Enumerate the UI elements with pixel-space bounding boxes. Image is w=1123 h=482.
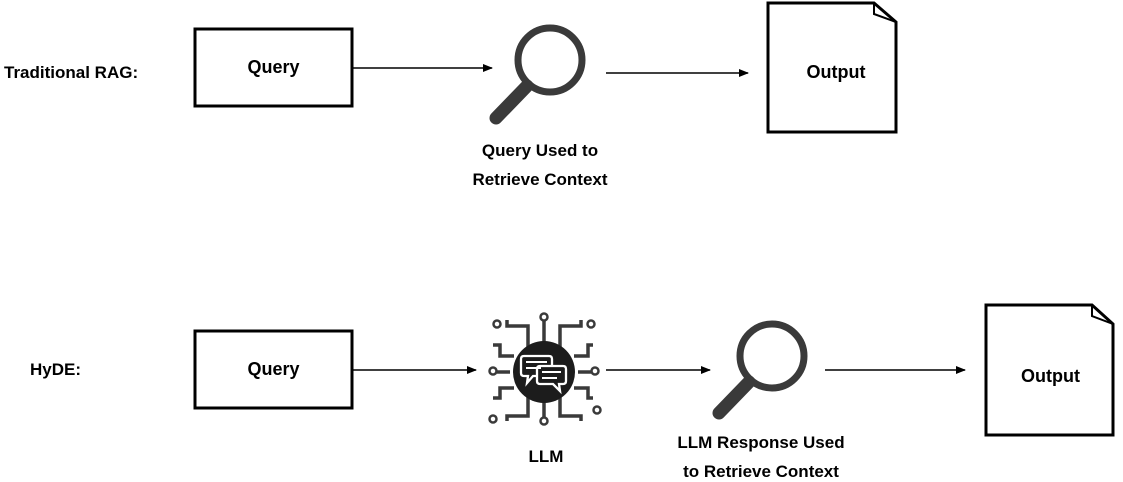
traditional-search-caption-line-2: Retrieve Context <box>472 170 608 189</box>
row-label-hyde: HyDE: <box>30 360 82 379</box>
traditional-search-icon <box>489 24 586 125</box>
traditional-output-document-icon <box>766 1 898 134</box>
hyde-search-icon <box>712 320 808 420</box>
traditional-output-label: Output <box>806 61 866 82</box>
hyde-search-caption-line-1: LLM Response Used <box>677 433 845 452</box>
llm-icon <box>488 312 602 426</box>
row-label-traditional: Traditional RAG: <box>4 63 139 82</box>
hyde-output-document-icon <box>984 303 1115 437</box>
hyde-query-box <box>193 329 354 410</box>
hyde-query-label: Query <box>247 359 300 379</box>
llm-caption: LLM <box>528 447 564 466</box>
traditional-query-label: Query <box>247 57 300 77</box>
traditional-query-box <box>193 27 354 108</box>
hyde-search-caption-line-2: to Retrieve Context <box>683 462 839 481</box>
hyde-output-label: Output <box>1021 365 1080 386</box>
traditional-search-caption-line-1: Query Used to <box>481 141 599 160</box>
